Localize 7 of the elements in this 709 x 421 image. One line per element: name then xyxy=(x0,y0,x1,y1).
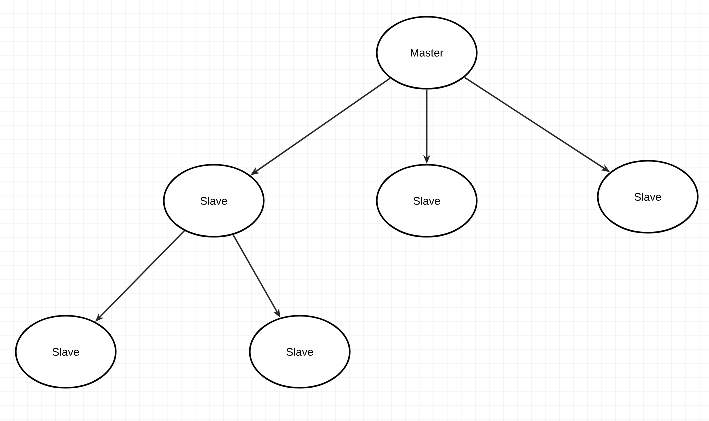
ellipse-node: Slave xyxy=(376,164,478,238)
ellipse-node: Slave xyxy=(15,315,117,389)
ellipse-node: Slave xyxy=(597,160,699,234)
ellipse-node: Master xyxy=(376,16,478,90)
ellipse-node: Slave xyxy=(249,315,351,389)
ellipse-node: Slave xyxy=(163,164,265,238)
node-label: Slave xyxy=(634,192,662,202)
